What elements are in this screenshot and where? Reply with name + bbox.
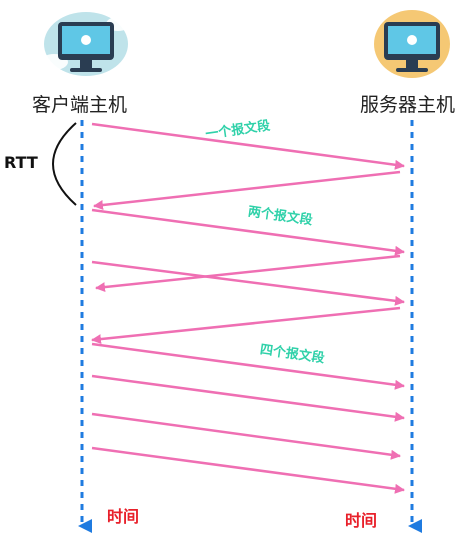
rtt-bracket xyxy=(52,122,77,206)
segment-arrow xyxy=(91,260,405,306)
segment-arrow xyxy=(91,122,405,170)
ack-arrow xyxy=(93,170,401,210)
segment-arrow xyxy=(91,412,401,460)
client-host-label: 客户端主机 xyxy=(32,94,128,116)
segment-arrow xyxy=(91,208,405,256)
ack-arrow xyxy=(95,254,401,293)
rtt-label: RTT xyxy=(4,153,38,172)
client-computer-icon xyxy=(40,12,130,76)
client-time-label: 时间 xyxy=(107,507,140,526)
server-time-label: 时间 xyxy=(345,511,378,530)
segment-arrow xyxy=(91,374,405,422)
server-computer-icon xyxy=(374,10,450,78)
ack-arrow xyxy=(91,306,401,345)
segment-arrow xyxy=(91,446,405,494)
server-host-label: 服务器主机 xyxy=(360,94,456,116)
segment-arrow xyxy=(91,342,405,390)
